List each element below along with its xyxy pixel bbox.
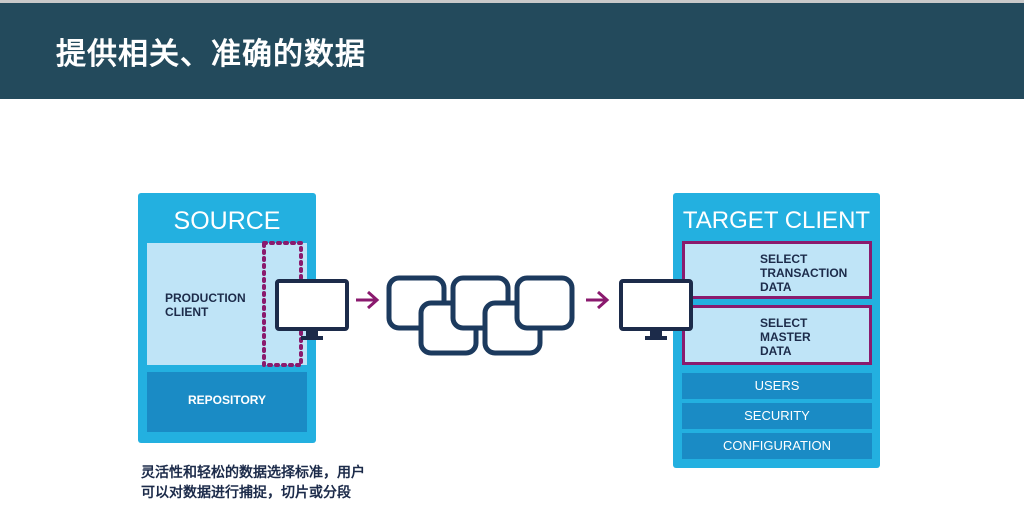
target-title: TARGET CLIENT: [682, 207, 871, 234]
caption-line-2: 可以对数据进行捕捉，切片或分段: [141, 485, 351, 501]
security-row: SECURITY: [682, 403, 872, 429]
select-transaction-label: SELECT TRANSACTION DATA: [760, 252, 848, 294]
top-border: [0, 0, 1024, 3]
repository-box: REPOSITORY: [147, 372, 307, 432]
select-master-label: SELECT MASTER DATA: [760, 316, 811, 358]
source-title: SOURCE: [173, 207, 281, 235]
page-title: 提供相关、准确的数据: [56, 37, 366, 72]
select-transaction-box: SELECT TRANSACTION DATA: [682, 241, 872, 299]
arrow-right-icon: [356, 290, 380, 310]
repository-label: REPOSITORY: [187, 393, 267, 407]
header-bar: 提供相关、准确的数据: [0, 3, 1024, 99]
configuration-row: CONFIGURATION: [682, 433, 872, 459]
monitor-icon: [619, 279, 693, 340]
caption: 灵活性和轻松的数据选择标准，用户 可以对数据进行捕捉，切片或分段: [141, 463, 461, 503]
security-label: SECURITY: [744, 408, 810, 423]
users-row: USERS: [682, 373, 872, 399]
users-label: USERS: [754, 378, 800, 393]
configuration-label: CONFIGURATION: [722, 438, 832, 453]
chain-links-icon: [386, 275, 575, 356]
caption-line-1: 灵活性和轻松的数据选择标准，用户: [141, 465, 365, 481]
monitor-icon: [275, 279, 349, 340]
arrow-right-icon: [586, 290, 610, 310]
production-client-label: PRODUCTION CLIENT: [165, 291, 246, 319]
target-panel: TARGET CLIENT SELECT TRANSACTION DATA SE…: [673, 193, 880, 468]
select-master-box: SELECT MASTER DATA: [682, 305, 872, 365]
